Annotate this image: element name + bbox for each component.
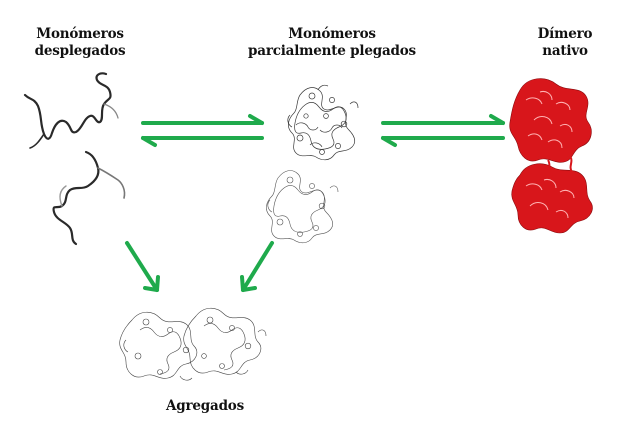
arrow-unfolded-to-aggregates [125, 241, 159, 292]
label-unfolded-line1: Monómeros [36, 26, 124, 42]
label-partial-line1: Monómeros [288, 26, 376, 42]
label-aggregates-text: Agregados [165, 398, 245, 414]
arrow-forward-right-head [489, 114, 505, 125]
unfolded-chain-lower [52, 150, 126, 246]
equilibrium-arrows-right [381, 114, 505, 147]
arrow-unfolded-to-aggregates-head [143, 275, 160, 292]
arrow-partial-to-aggregates [241, 241, 274, 292]
label-partial-line2: parcialmente plegados [248, 43, 416, 59]
label-native-line1: Dímero [537, 26, 593, 42]
label-aggregates: Agregados [140, 398, 270, 415]
partially-folded-monomer-lower [266, 170, 339, 244]
label-native-line2: nativo [542, 43, 588, 59]
arrow-backward-right-head [381, 136, 397, 147]
arrow-partial-to-aggregates-head [240, 275, 257, 292]
aggregation-arrows [125, 241, 274, 292]
unfolded-chain-upper [23, 72, 119, 149]
label-native-dimer: Dímero nativo [515, 26, 615, 60]
aggregates-cluster [119, 307, 267, 381]
arrow-backward-left-head [141, 136, 157, 147]
partially-folded-monomer-upper [287, 84, 359, 161]
label-unfolded-line2: desplegados [34, 43, 126, 59]
label-unfolded-monomers: Monómeros desplegados [25, 26, 135, 60]
arrow-forward-left-head [248, 114, 264, 125]
native-dimer [509, 78, 593, 234]
equilibrium-arrows-left [141, 114, 264, 147]
label-partially-folded-monomers: Monómeros parcialmente plegados [232, 26, 432, 60]
